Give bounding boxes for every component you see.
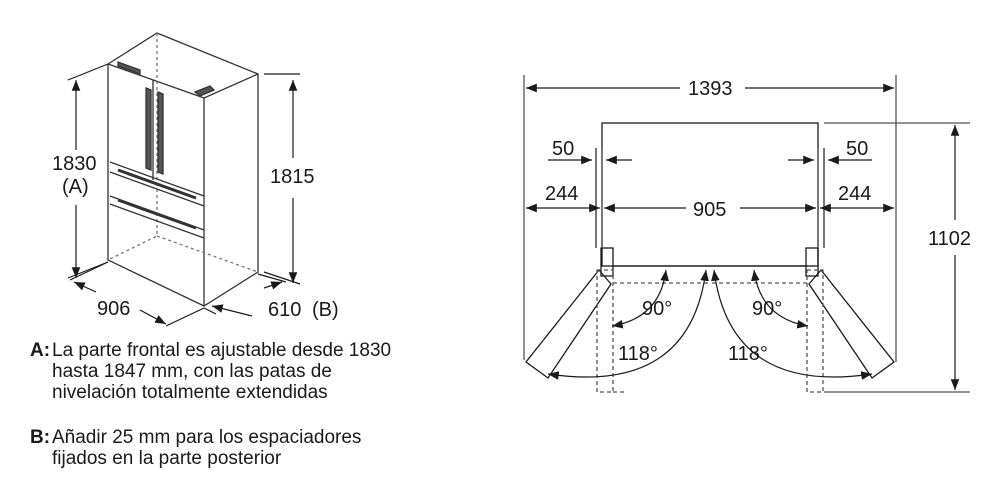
side-clearance-left-label: 244 [545, 183, 578, 205]
fridge-body-plan [601, 122, 819, 267]
door-gap-right-label: 50 [846, 138, 868, 160]
angle-118-left-label: 118° [618, 343, 658, 365]
upper-drawer-handle [117, 168, 197, 200]
width-dimension [69, 261, 205, 327]
depth-note: (B) [312, 299, 339, 321]
right-door-handle [157, 91, 164, 175]
footnote-a: A: La parte frontal es ajustable desde 1… [30, 340, 480, 403]
angle-90-right-label: 90° [752, 298, 782, 320]
left-door-open [525, 268, 612, 379]
height-total-label: 1830 [52, 153, 97, 175]
fridge-front-top-edge [107, 63, 205, 99]
fridge-hidden-edges [107, 33, 259, 273]
door-gap-dimensions [548, 148, 872, 248]
left-door-handle [145, 87, 152, 171]
footnote-a-label: A: [30, 340, 51, 361]
door-90-positions [596, 269, 824, 393]
footnote-b-text: Añadir 25 mm para los espaciadores fijad… [52, 427, 362, 469]
door-gap-left-label: 50 [552, 138, 574, 160]
hinge-right-icon [193, 85, 216, 97]
angle-90-left-label: 90° [642, 298, 672, 320]
height-total-note: (A) [62, 176, 89, 198]
width-label: 906 [97, 298, 130, 320]
angle-118-right-label: 118° [728, 343, 768, 365]
drawer-upper [109, 161, 205, 207]
overall-width-label: 1393 [688, 78, 733, 100]
extension-lines [523, 75, 970, 393]
footnote-a-text: La parte frontal es ajustable desde 1830… [52, 340, 392, 403]
footnote-b: B: Añadir 25 mm para los espaciadores fi… [30, 427, 480, 469]
door-angle-arcs [547, 269, 873, 380]
body-width-label: 905 [693, 199, 726, 221]
angle-118-left-arc [547, 269, 709, 380]
angle-118-right-arc [711, 269, 873, 380]
hinge-block-right [805, 247, 819, 277]
depth-label: 610 [268, 299, 301, 321]
height-body-label: 1815 [270, 166, 315, 188]
overall-depth-label: 1102 [928, 228, 971, 250]
footnotes: A: La parte frontal es ajustable desde 1… [30, 340, 480, 493]
hinge-left-icon [117, 61, 141, 75]
fridge-side-top-edge [203, 73, 259, 99]
lower-drawer-handle [117, 198, 197, 230]
hinge-block-left [600, 247, 614, 277]
footnote-b-label: B: [30, 427, 51, 448]
depth-dimension [203, 273, 287, 317]
height-body-dimension [263, 73, 301, 285]
side-clearance-right-label: 244 [838, 183, 871, 205]
fridge-isometric-view [107, 32, 259, 307]
right-door-open [808, 268, 895, 379]
